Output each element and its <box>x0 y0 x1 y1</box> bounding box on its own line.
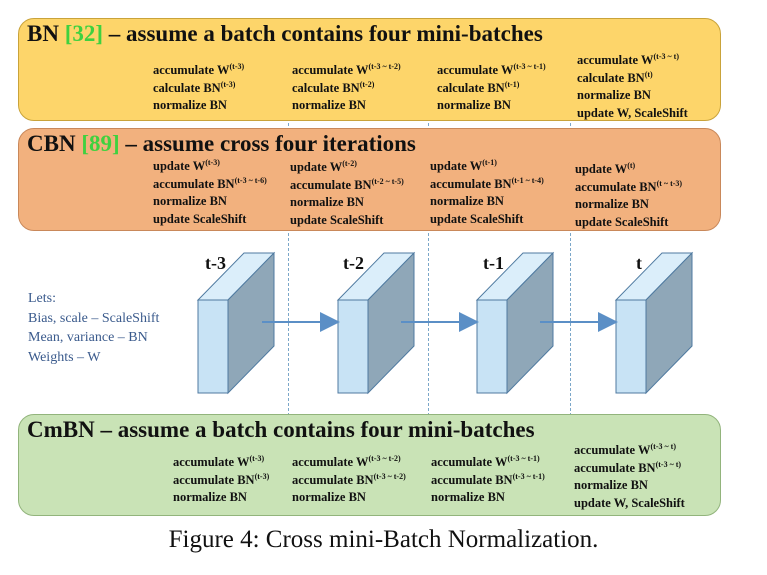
legend-weights: Weights – W <box>28 349 101 365</box>
cbn-step-t-3: update W(t-3) accumulate BN(t-3 ~ t-6) n… <box>153 158 267 226</box>
column-divider-2 <box>428 18 429 516</box>
legend-heading: Lets: <box>28 291 56 306</box>
cbn-step-t-2: update W(t-2) accumulate BN(t-2 ~ t-5) n… <box>290 159 404 227</box>
cbn-title: CBN [89] – assume cross four iterations <box>27 131 416 157</box>
column-divider-1 <box>288 18 289 516</box>
bn-title: BN [32] – assume a batch contains four m… <box>27 21 543 47</box>
cbn-step-t: update W(t) accumulate BN(t ~ t-3) norma… <box>575 161 683 229</box>
cmbn-step-t-2: accumulate W(t-3 ~ t-2) accumulate BN(t-… <box>292 454 406 505</box>
cbn-panel: CBN [89] – assume cross four iterations … <box>18 128 721 231</box>
bn-title-prefix: BN <box>27 21 59 46</box>
cbn-step-t-1: update W(t-1) accumulate BN(t-1 ~ t-4) n… <box>430 158 544 226</box>
timestep-label-t-3: t-3 <box>205 253 226 273</box>
cmbn-step-t-3: accumulate W(t-3) accumulate BN(t-3) nor… <box>173 454 270 505</box>
cmbn-step-t: accumulate W(t-3 ~ t) accumulate BN(t-3 … <box>574 442 685 510</box>
bn-panel: BN [32] – assume a batch contains four m… <box>18 18 721 121</box>
legend-scaleshift: Bias, scale – ScaleShift <box>28 310 160 326</box>
timestep-label-t-1: t-1 <box>483 253 504 273</box>
bn-step-t-2: accumulate W(t-3 ~ t-2) calculate BN(t-2… <box>292 62 401 113</box>
figure-caption: Figure 4: Cross mini-Batch Normalization… <box>168 526 599 553</box>
block-t-2 <box>336 251 416 395</box>
cmbn-panel: CmBN – assume a batch contains four mini… <box>18 414 721 516</box>
bn-citation: [32] <box>64 21 104 46</box>
cmbn-step-t-1: accumulate W(t-3 ~ t-1) accumulate BN(t-… <box>431 454 545 505</box>
bn-step-t: accumulate W(t-3 ~ t) calculate BN(t) no… <box>577 52 688 120</box>
bn-step-t-1: accumulate W(t-3 ~ t-1) calculate BN(t-1… <box>437 62 546 113</box>
column-divider-3 <box>570 18 571 516</box>
bn-title-text: – assume a batch contains four mini-batc… <box>108 21 543 46</box>
cbn-title-text: – assume cross four iterations <box>125 131 416 156</box>
timestep-label-t: t <box>636 253 642 273</box>
block-t <box>614 251 694 395</box>
block-t-1 <box>475 251 555 395</box>
legend-bn: Mean, variance – BN <box>28 330 148 345</box>
cbn-citation: [89] <box>81 131 120 156</box>
legend: Lets: Bias, scale – ScaleShift Mean, var… <box>28 289 159 367</box>
timestep-label-t-2: t-2 <box>343 253 364 273</box>
block-t-3 <box>196 251 276 395</box>
cmbn-title: CmBN – assume a batch contains four mini… <box>27 417 535 442</box>
bn-step-t-3: accumulate W(t-3) calculate BN(t-3) norm… <box>153 62 245 113</box>
cbn-title-prefix: CBN <box>27 131 76 156</box>
